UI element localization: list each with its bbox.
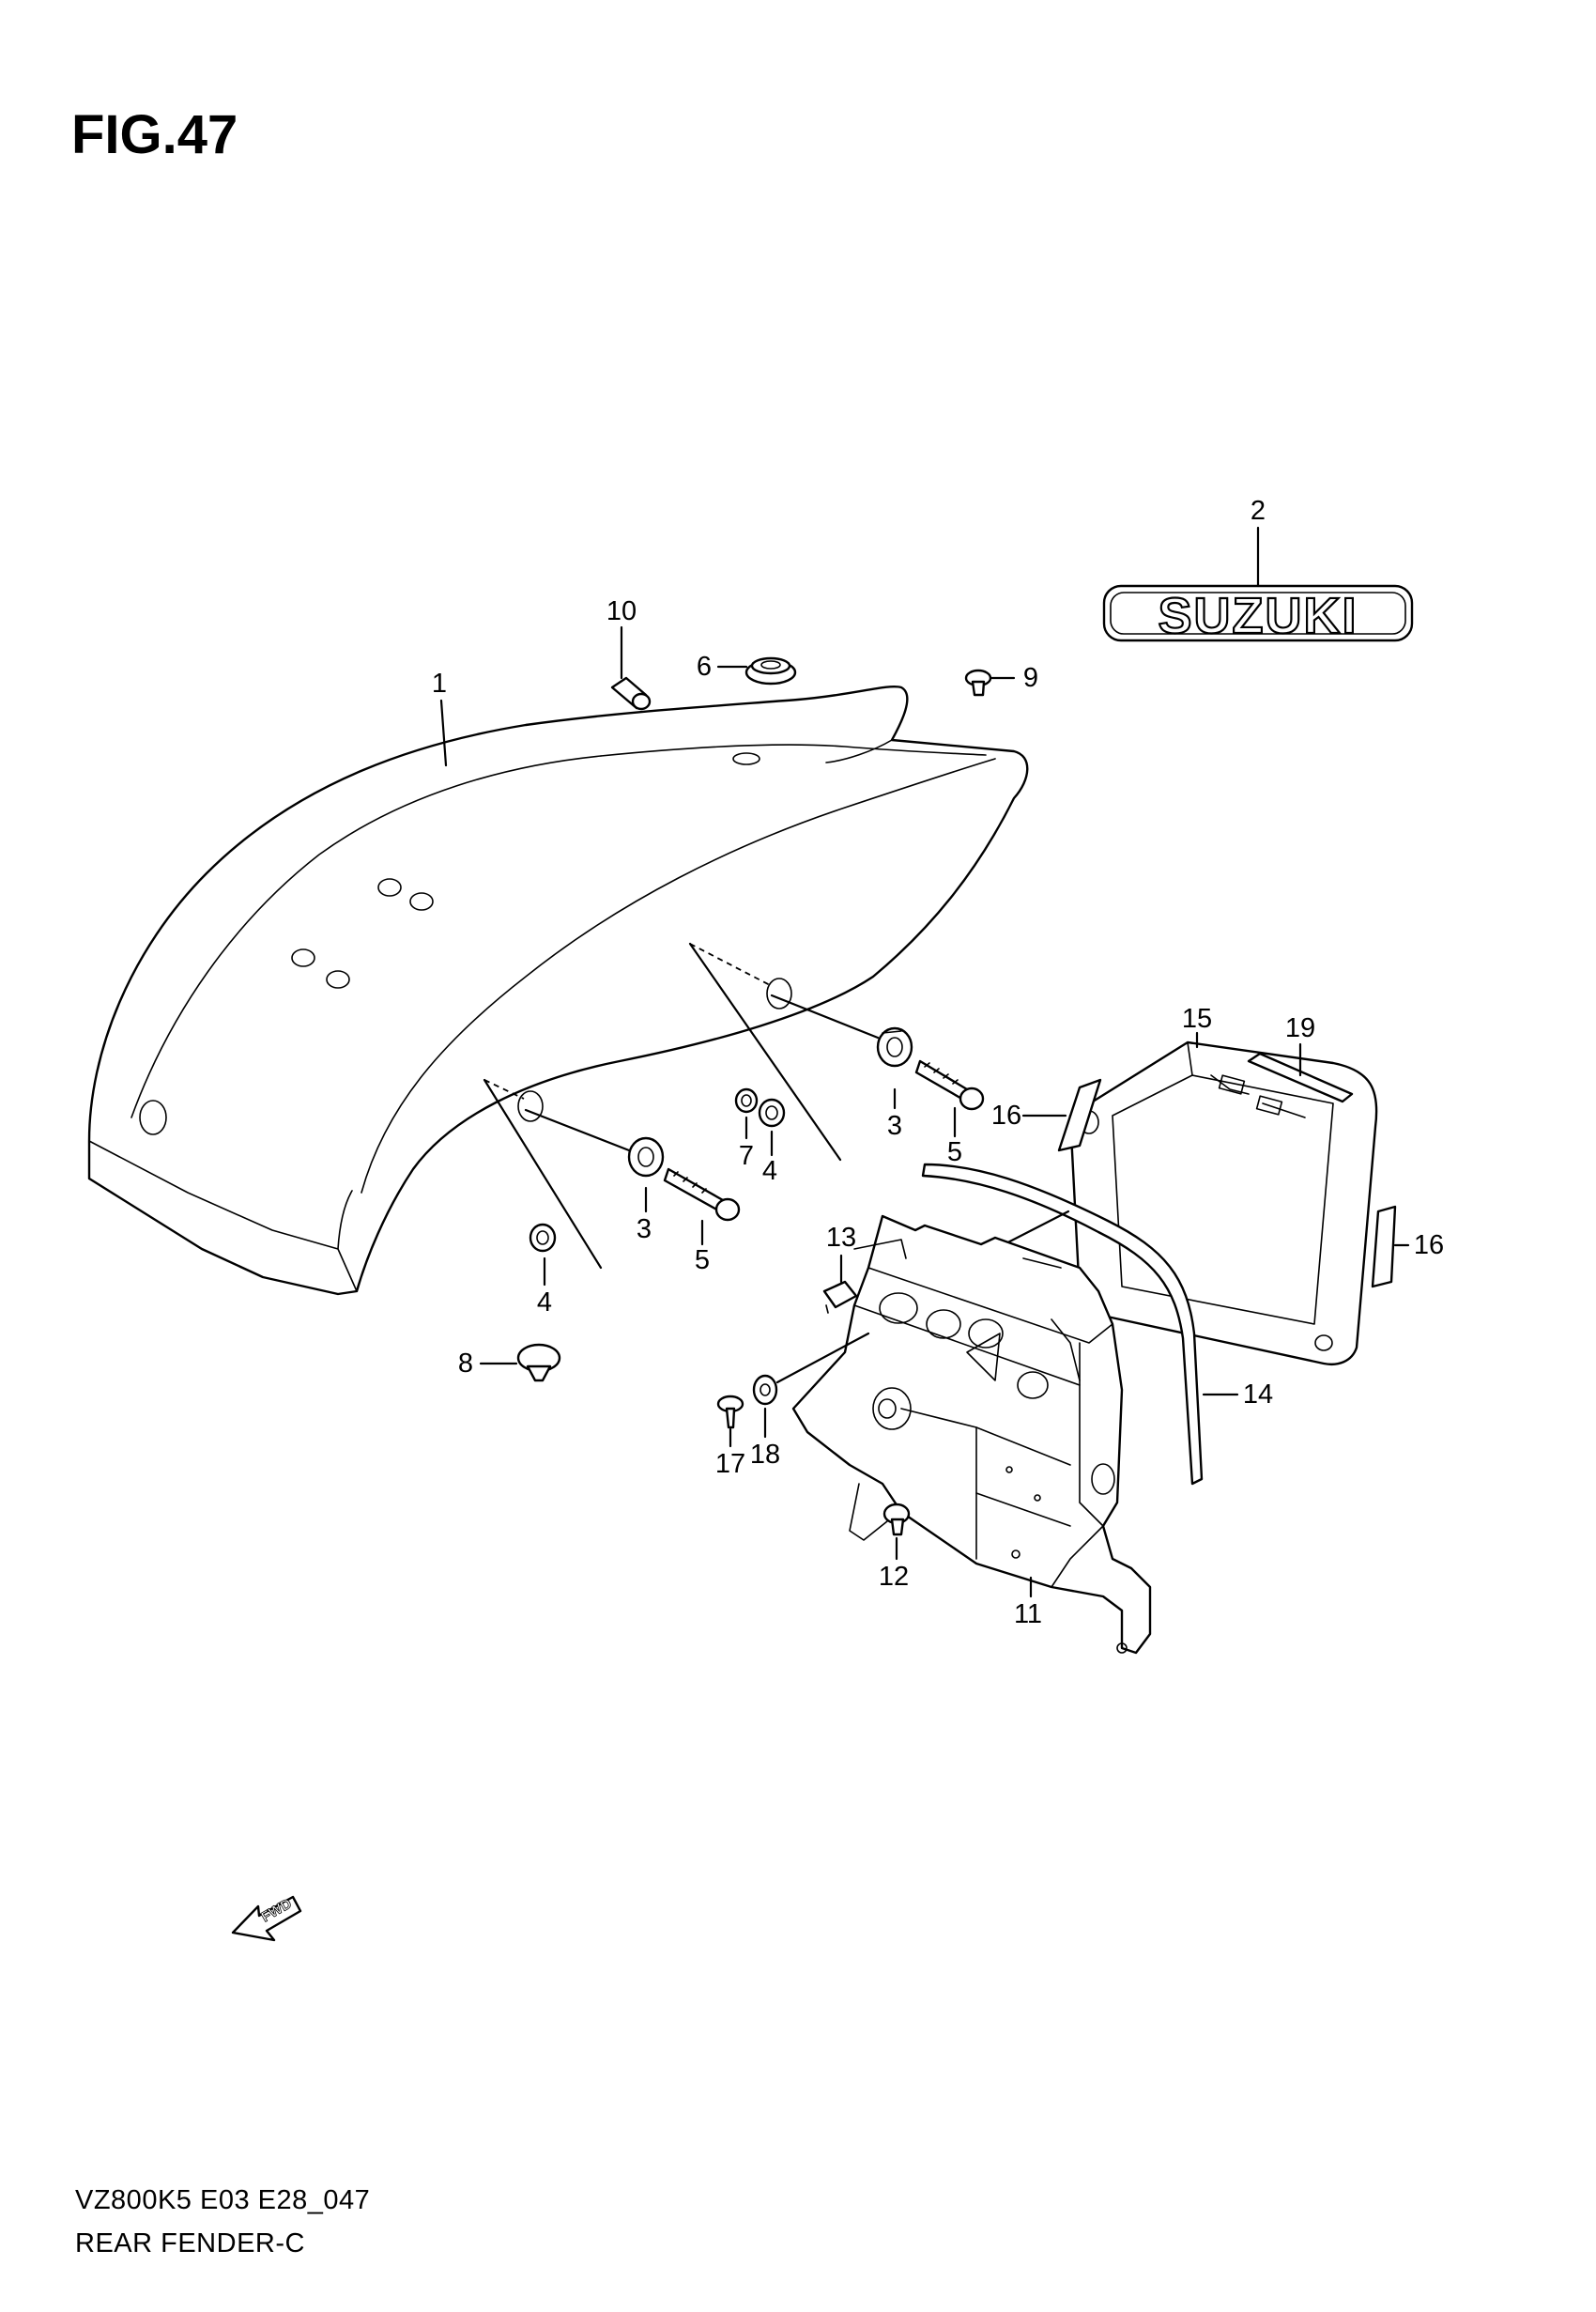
fwd-arrow-icon: FWD: [231, 1895, 302, 1942]
callout-10: 10: [606, 596, 637, 626]
part-16-pad-right: [1371, 1205, 1397, 1288]
callout-16-right: 16: [1414, 1230, 1444, 1260]
callout-4-middle: 4: [762, 1156, 777, 1186]
callout-1: 1: [432, 669, 447, 699]
part-5-bolt-lower: [663, 1167, 741, 1222]
callout-19: 19: [1285, 1013, 1315, 1043]
part-13-clip: [822, 1280, 858, 1314]
callout-3-upper: 3: [887, 1111, 902, 1141]
figure-title: FIG.47: [71, 104, 238, 165]
part-5-bolt-upper: [914, 1059, 985, 1111]
part-17-screw: [716, 1395, 744, 1429]
section-name: REAR FENDER-C: [75, 2228, 305, 2258]
callout-3-lower: 3: [637, 1214, 652, 1244]
callout-17: 17: [715, 1449, 745, 1479]
part-9-screw: [964, 669, 992, 697]
callout-2: 2: [1251, 496, 1266, 526]
part-3-cushion-upper: [876, 1026, 913, 1068]
model-code: VZ800K5 E03 E28_047: [75, 2185, 370, 2215]
callout-6: 6: [697, 652, 712, 682]
part-15-housing: [1068, 1040, 1378, 1365]
callout-9: 9: [1023, 663, 1038, 693]
callout-5-lower: 5: [695, 1245, 710, 1275]
callout-8: 8: [458, 1349, 473, 1379]
part-10-collar: [610, 676, 652, 711]
part-12-bolt: [882, 1503, 911, 1536]
callout-14: 14: [1243, 1379, 1273, 1410]
suzuki-emblem-icon: SUZUKI: [1102, 584, 1414, 645]
part-19-pad: [1247, 1052, 1354, 1103]
part-16-pad-left: [1057, 1078, 1102, 1152]
part-11-bracket: [791, 1214, 1152, 1655]
part-8-cushion: [516, 1343, 561, 1382]
callout-18: 18: [750, 1440, 780, 1470]
callout-7: 7: [739, 1141, 754, 1171]
callout-4-lower: 4: [537, 1287, 552, 1318]
part-18-washer: [752, 1374, 778, 1406]
part-6-grommet: [744, 656, 797, 686]
callout-15: 15: [1182, 1004, 1212, 1034]
rear-fender: [87, 686, 1029, 1296]
callout-16-left: 16: [991, 1101, 1021, 1131]
part-4-washer-lower: [529, 1223, 557, 1253]
part-7-nut: [734, 1087, 759, 1114]
part-3-cushion-lower: [627, 1136, 665, 1178]
callout-12: 12: [879, 1562, 909, 1592]
callout-11: 11: [1014, 1599, 1042, 1629]
part-4-washer-middle: [758, 1098, 786, 1128]
part-14-trim: [921, 1163, 1204, 1486]
emblem-text: SUZUKI: [1159, 588, 1358, 644]
callout-5-upper: 5: [947, 1137, 962, 1167]
callout-13: 13: [826, 1223, 856, 1253]
